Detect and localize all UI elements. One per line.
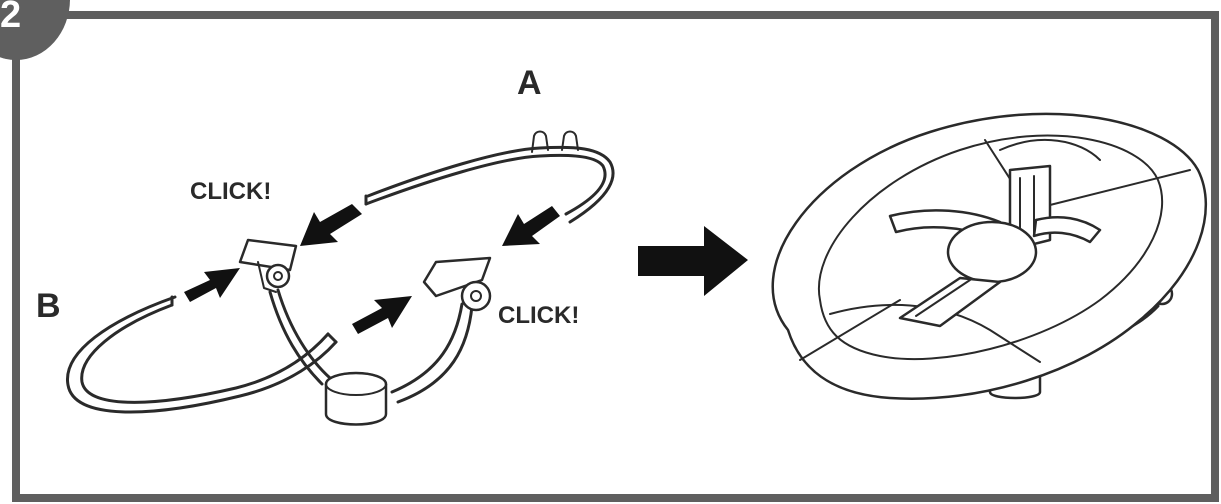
step-frame (12, 11, 1219, 502)
arrow-b-left-icon (184, 268, 240, 302)
click-label-bottom: CLICK! (498, 302, 580, 329)
part-a-label: A (517, 64, 542, 102)
main-arrow-right-icon (638, 226, 748, 296)
base-hub (268, 288, 474, 426)
click-label-top: CLICK! (190, 178, 272, 205)
step-number: 2 (0, 0, 22, 36)
assembly-arrows (184, 204, 748, 334)
connector-left (238, 238, 298, 293)
connector-right (422, 256, 492, 312)
arrow-b-right-icon (352, 296, 412, 334)
assembled-bouncer (771, 112, 1207, 400)
arrow-a-left-icon (300, 204, 362, 246)
arrow-a-right-icon (502, 206, 560, 246)
tube-b (66, 295, 338, 414)
part-b-label: B (36, 287, 61, 325)
tube-a (364, 130, 615, 224)
